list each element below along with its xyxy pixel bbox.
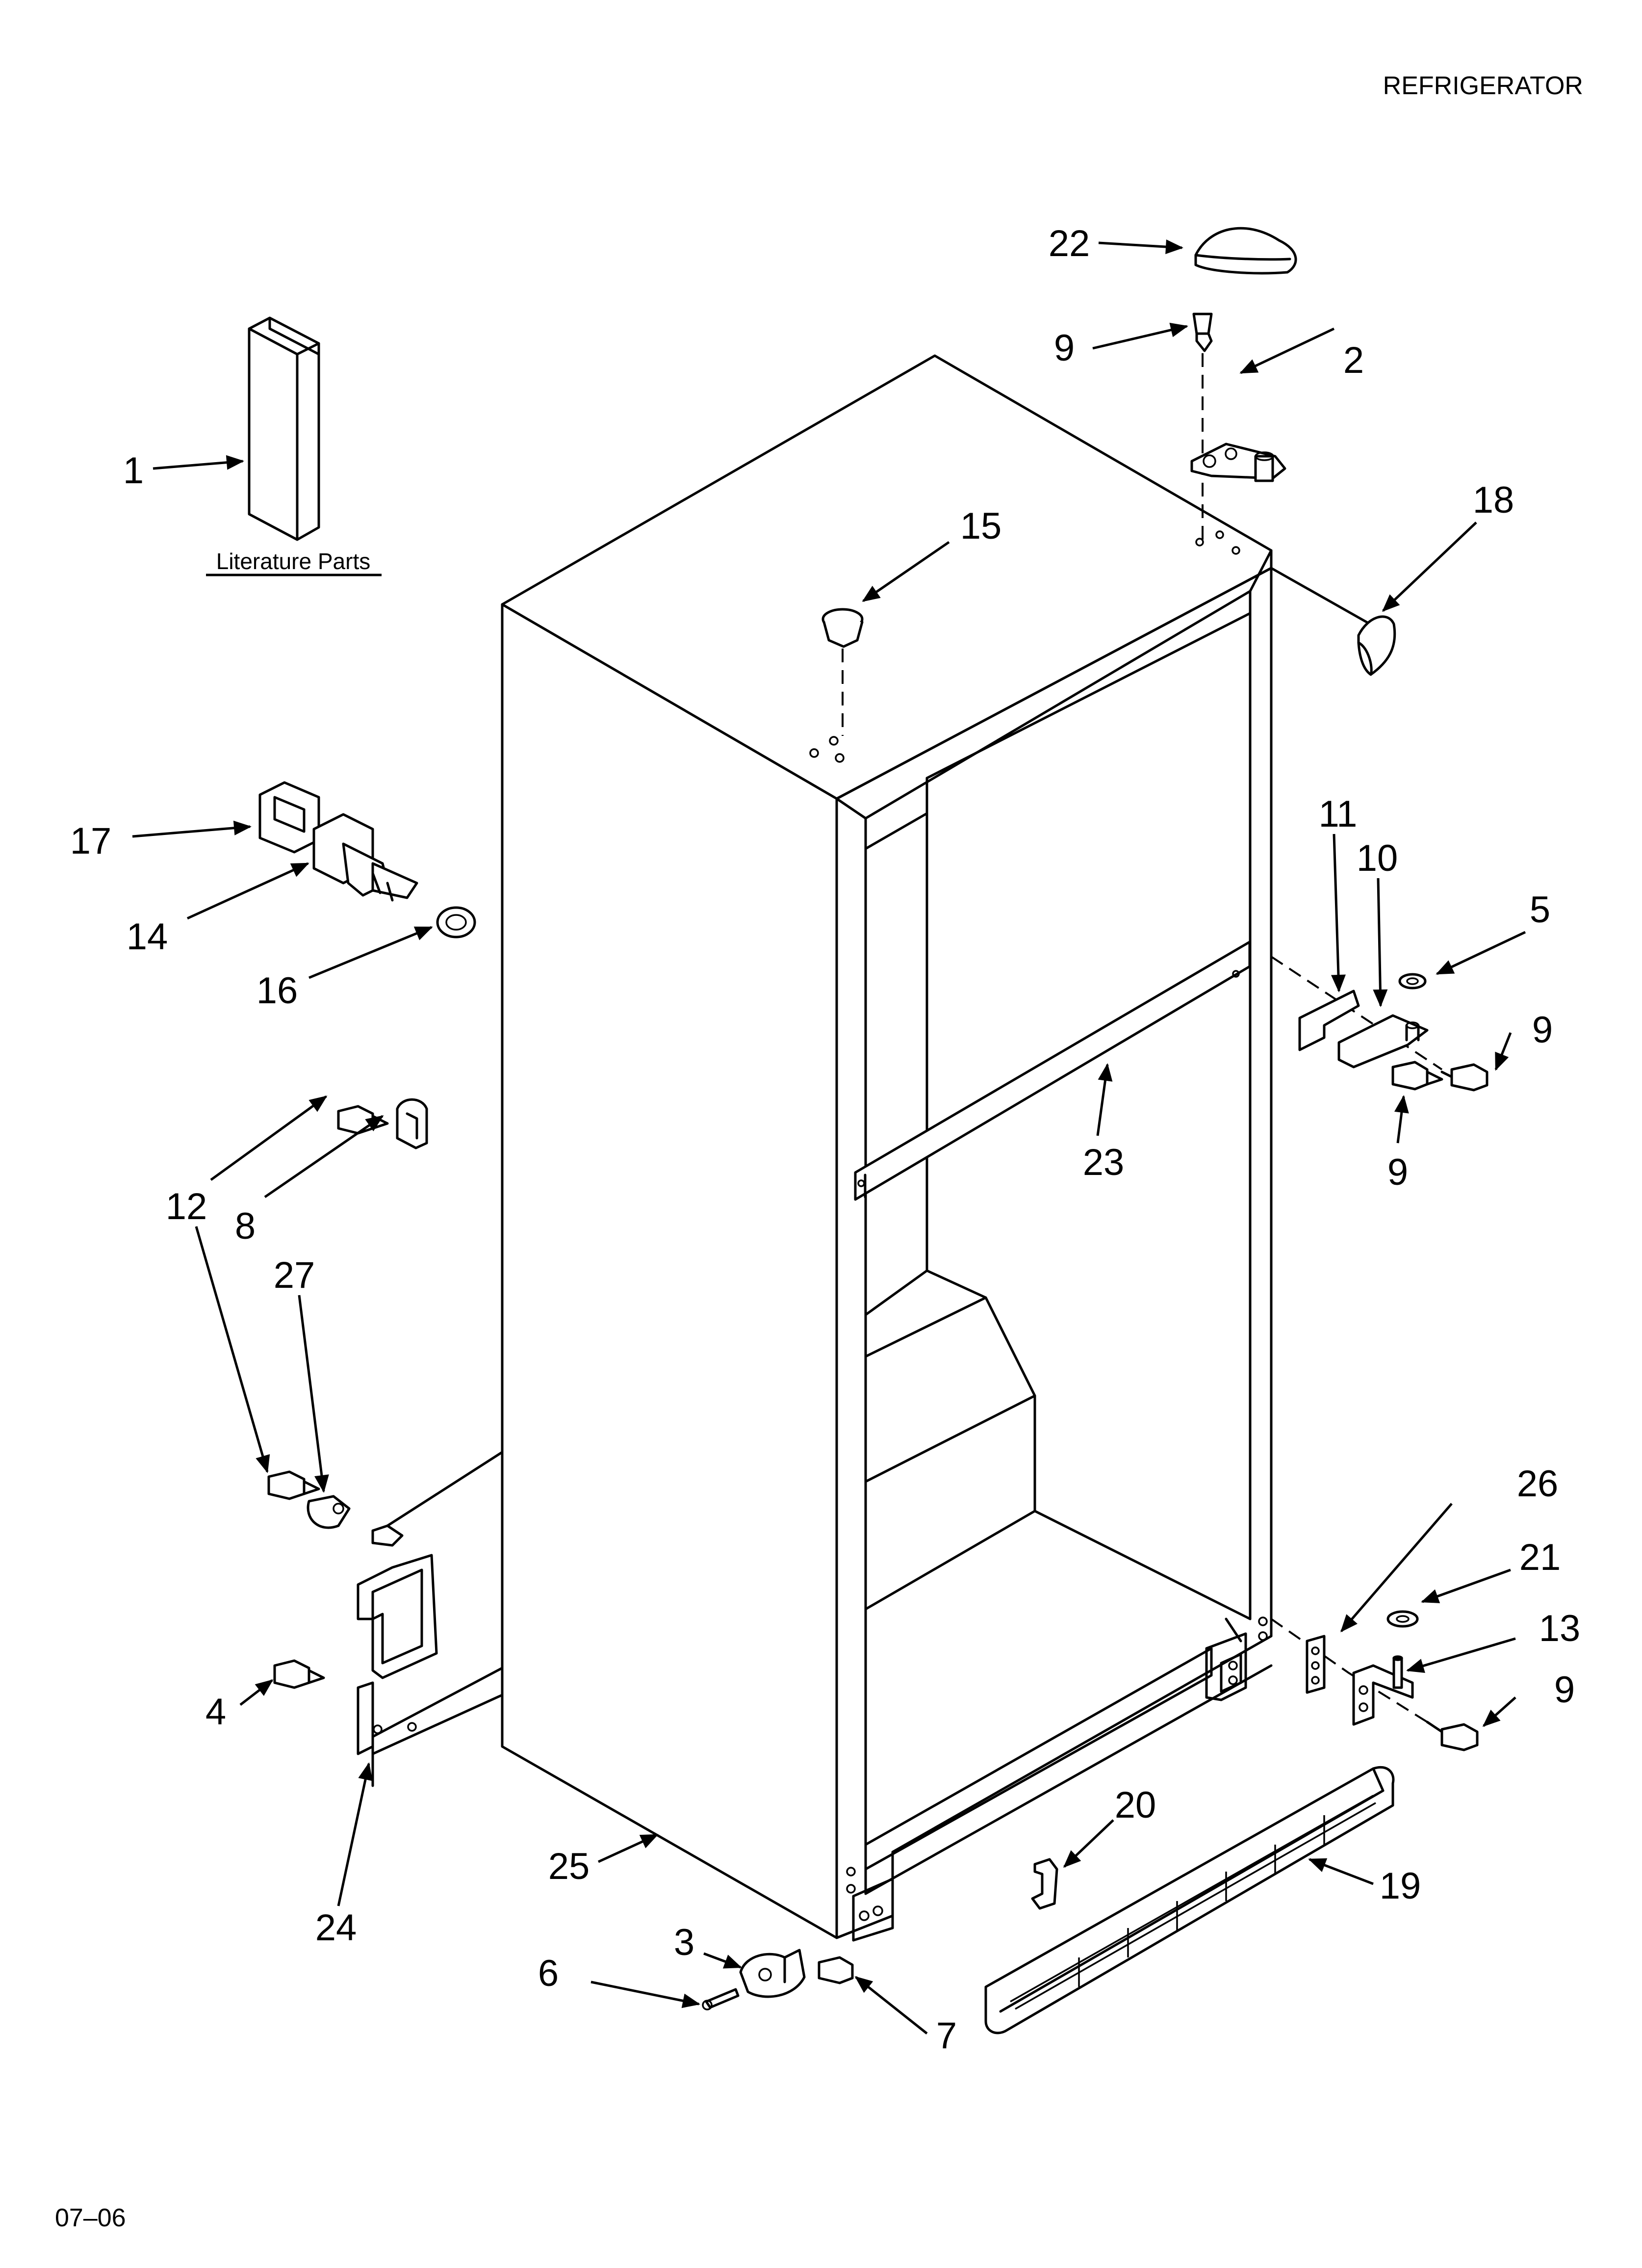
callout-1: 1 xyxy=(123,450,144,492)
callout-4: 4 xyxy=(205,1691,226,1733)
grille-clip xyxy=(1031,1858,1058,1910)
callout-16: 16 xyxy=(257,970,298,1012)
leveling-assembly xyxy=(702,1949,854,2010)
callout-6: 6 xyxy=(538,1953,559,1994)
callout-5: 5 xyxy=(1530,889,1550,931)
callout-20: 20 xyxy=(1115,1784,1156,1826)
page-header-title: REFRIGERATOR xyxy=(1383,72,1583,100)
callout-19: 19 xyxy=(1380,1865,1421,1907)
callout-3: 3 xyxy=(674,1922,694,1963)
callout-9-mid-below: 9 xyxy=(1387,1151,1408,1193)
cabinet-plug xyxy=(821,608,864,736)
callout-15: 15 xyxy=(960,505,1002,547)
callout-8: 8 xyxy=(235,1205,256,1247)
top-hinge-cover xyxy=(1270,567,1396,676)
callout-11: 11 xyxy=(1319,793,1358,835)
bottom-hinge-assembly xyxy=(1270,1610,1479,1751)
mullion-divider xyxy=(854,940,1251,1201)
lower-left-clip xyxy=(267,1451,504,1787)
callout-18: 18 xyxy=(1473,479,1514,521)
callout-9-top: 9 xyxy=(1054,327,1075,369)
callout-labels: 1 22 9 2 18 15 17 14 16 12 8 27 11 10 5 … xyxy=(70,223,1581,2057)
callout-2: 2 xyxy=(1343,339,1364,381)
literature-parts-caption: Literature Parts xyxy=(216,548,370,574)
callout-24: 24 xyxy=(315,1907,357,1949)
callout-26: 26 xyxy=(1517,1463,1559,1505)
callout-7: 7 xyxy=(936,2015,957,2057)
top-hinge-assembly xyxy=(1190,313,1286,545)
callout-17: 17 xyxy=(70,820,112,862)
callout-9-mid-right: 9 xyxy=(1532,1009,1553,1051)
callout-21: 21 xyxy=(1519,1537,1561,1578)
top-cap xyxy=(1194,227,1297,275)
base-grille xyxy=(984,1766,1395,2034)
callout-23: 23 xyxy=(1083,1142,1125,1183)
callout-27: 27 xyxy=(274,1254,315,1296)
center-hinge-assembly xyxy=(1270,956,1488,1092)
callout-10: 10 xyxy=(1357,837,1398,879)
callout-9-bottom: 9 xyxy=(1554,1669,1575,1711)
callout-22: 22 xyxy=(1049,223,1090,264)
upper-left-bracket xyxy=(337,1098,428,1149)
callout-12-upper: 12 xyxy=(166,1186,207,1227)
date-code: 07–06 xyxy=(55,2204,126,2232)
screw-part-4 xyxy=(273,1659,325,1689)
handle-assembly xyxy=(258,781,476,938)
refrigerator-cabinet xyxy=(501,354,1273,1942)
leader-lines xyxy=(132,239,1526,2034)
literature-parts: Literature Parts xyxy=(206,316,382,576)
callout-14: 14 xyxy=(127,916,168,958)
callout-25: 25 xyxy=(548,1846,590,1887)
callout-13: 13 xyxy=(1539,1608,1581,1649)
